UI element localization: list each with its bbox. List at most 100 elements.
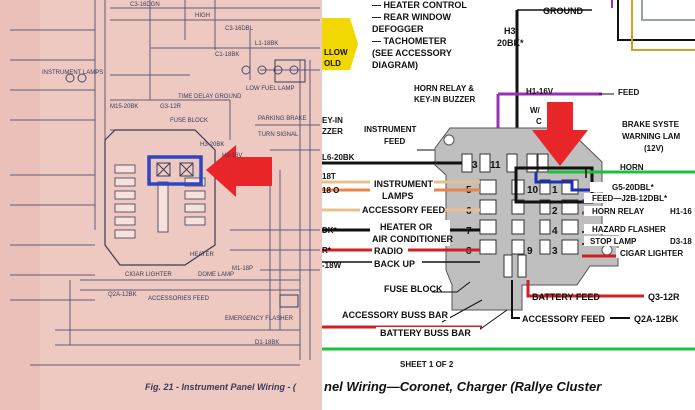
label-h3-wire: 20BK* — [497, 38, 524, 48]
svg-text:OLD: OLD — [324, 59, 341, 68]
fuse-block-scan — [104, 129, 216, 266]
label-low-fuel-lamp: LOW FUEL LAMP — [246, 86, 294, 92]
note-diagram: DIAGRAM) — [372, 60, 418, 70]
label-q2a-12bk-scan: Q2A-12BK — [108, 292, 137, 298]
parking-brake-switch-scan — [274, 59, 306, 83]
terminal-9: 9 — [527, 246, 533, 257]
label-instrument-feed-1: INSTRUMENT — [364, 125, 417, 134]
label-accessories-feed: ACCESSORIES FEED — [148, 296, 210, 302]
terminal-11: 11 — [490, 160, 501, 171]
label-accessory-feed-2: ACCESSORY FEED — [522, 314, 606, 324]
label-h3-20bk: H3-20BK — [200, 142, 224, 148]
highlight-box-left — [147, 155, 203, 186]
label-m1-18p: M1-18P — [232, 266, 253, 272]
terminal-10: 10 — [527, 185, 539, 196]
label-l1-18bk: L1-18BK — [255, 41, 278, 47]
label-j2b-12dbl: FEED—J2B-12DBL* — [592, 194, 668, 203]
scanned-wiring-diagram: C3-16DGN HIGH C1-18BK INSTRUMENT LAMPS M… — [0, 0, 322, 410]
label-brake-1: BRAKE SYSTE — [622, 120, 680, 129]
label-turn-signal: TURN SIGNAL — [258, 132, 299, 138]
label-heater-or: HEATER OR — [380, 222, 433, 232]
label-h1-16v: H1-16V — [222, 153, 242, 159]
label-fuse-block-scan: FUSE BLOCK — [170, 118, 208, 124]
label-c1-18bk: C1-18BK — [215, 52, 239, 58]
bottom-wires — [322, 280, 695, 351]
emergency-flasher-scan — [279, 294, 299, 308]
label-w-c-2: C — [536, 117, 542, 126]
label-heater-scan: HEATER — [190, 252, 215, 258]
label-air-conditioner: AIR CONDITIONER — [372, 234, 454, 244]
label-accessory-feed: ACCESSORY FEED — [362, 205, 446, 215]
coronet-charger-wiring-diagram: — HEATER CONTROL — REAR WINDOW DEFOGGER … — [322, 0, 695, 410]
label-horn: HORN — [620, 163, 644, 172]
label-h1-16-tail: H1-16 — [670, 207, 692, 216]
label-18w: -18W — [322, 261, 342, 270]
instrument-lamp-bulbs — [65, 65, 299, 83]
terminal-1: 1 — [552, 185, 558, 196]
left-function-labels: INSTRUMENT LAMPS ACCESSORY FEED HEATER O… — [360, 176, 454, 269]
label-q2a-12bk: Q2A-12BK — [634, 314, 679, 324]
label-emergency-flasher: EMERGENCY FLASHER — [225, 316, 294, 322]
label-18t: 18T — [322, 172, 336, 181]
callout-arrow-down — [532, 102, 588, 166]
label-instrument-lamps-2: LAMPS — [382, 191, 414, 201]
label-c3-16dgn: C3-16DGN — [130, 2, 160, 8]
label-fuse-block: FUSE BLOCK — [384, 284, 443, 294]
diagram-title: nel Wiring—Coronet, Charger (Rallye Clus… — [324, 379, 602, 394]
yellow-tag: LLOW OLD — [322, 18, 358, 70]
terminal-2: 2 — [552, 206, 558, 217]
callout-arrow-left — [206, 145, 272, 197]
label-instrument-feed-2: FEED — [384, 137, 406, 146]
label-battery-buss-bar: BATTERY BUSS BAR — [380, 328, 471, 338]
label-accessory-buss-bar: ACCESSORY BUSS BAR — [342, 310, 449, 320]
label-time-delay-ground: TIME DELAY GROUND — [178, 94, 242, 100]
label-h3: H3 — [504, 26, 516, 36]
label-horn-relay-keyin-2: KEY-IN BUZZER — [414, 95, 476, 104]
label-ground: GROUND — [543, 6, 583, 16]
label-sheet: SHEET 1 OF 2 — [400, 360, 454, 369]
label-q3-12r: Q3-12R — [648, 292, 680, 302]
label-instrument-lamps-1: INSTRUMENT — [374, 179, 433, 189]
label-g3-12r: G3-12R — [160, 104, 182, 110]
label-back-up: BACK UP — [374, 259, 415, 269]
label-18o: 18 O — [322, 186, 339, 195]
label-g5-20dbl: G5-20DBL* — [612, 183, 655, 192]
label-brake-3: (12V) — [644, 144, 664, 153]
label-cigar-lighter-scan: CIGAR LIGHTER — [125, 272, 172, 278]
svg-text:LLOW: LLOW — [324, 48, 348, 57]
note-see-accessory: (SEE ACCESSORY — [372, 48, 452, 58]
label-key-in-2: ZZER — [322, 127, 343, 136]
clean-wiring-diagram: — HEATER CONTROL — REAR WINDOW DEFOGGER … — [322, 0, 695, 410]
note-tachometer: — TACHOMETER — [372, 36, 447, 46]
label-m15-20bk: M15-20BK — [110, 104, 138, 110]
label-battery-feed: BATTERY FEED — [532, 292, 600, 302]
label-radio: RADIO — [374, 246, 403, 256]
label-w-c-1: W/ — [530, 106, 541, 115]
label-l6-20bk: L6-20BK — [322, 153, 355, 162]
label-horn-relay: HORN RELAY — [592, 207, 645, 216]
top-right-wires — [611, 0, 695, 51]
label-d1-18bk: D1-18BK — [255, 340, 279, 346]
label-h1-16v: H1-16V — [526, 87, 554, 96]
label-instrument-lamps-scan: INSTRUMENT LAMPS — [42, 70, 103, 76]
label-brake-2: WARNING LAM — [622, 132, 681, 141]
label-stop-lamp: STOP LAMP — [590, 237, 637, 246]
note-rear-window: — REAR WINDOW — [372, 12, 451, 22]
label-hazard-flasher: HAZARD FLASHER — [592, 225, 666, 234]
label-dome-lamp: DOME LAMP — [198, 272, 234, 278]
note-heater-control: — HEATER CONTROL — [372, 0, 467, 10]
terminal-4: 4 — [552, 226, 558, 237]
label-key-in-1: EY-IN — [322, 116, 343, 125]
terminal-3b: 3 — [552, 246, 558, 257]
label-cigar-lighter: CIGAR LIGHTER — [620, 249, 683, 258]
label-r: R* — [322, 246, 332, 255]
label-parking-brake: PARKING BRAKE — [258, 116, 307, 122]
label-dk: DK* — [322, 226, 338, 235]
label-c3-16dbl: C3-16DBL — [225, 26, 254, 32]
note-defogger: DEFOGGER — [372, 24, 424, 34]
label-d3-18: D3-18 — [670, 237, 692, 246]
label-feed-top: FEED — [618, 88, 640, 97]
left-page-caption: Fig. 21 - Instrument Panel Wiring - ( — [145, 382, 297, 392]
scanned-manual-page: C3-16DGN HIGH C1-18BK INSTRUMENT LAMPS M… — [0, 0, 322, 410]
